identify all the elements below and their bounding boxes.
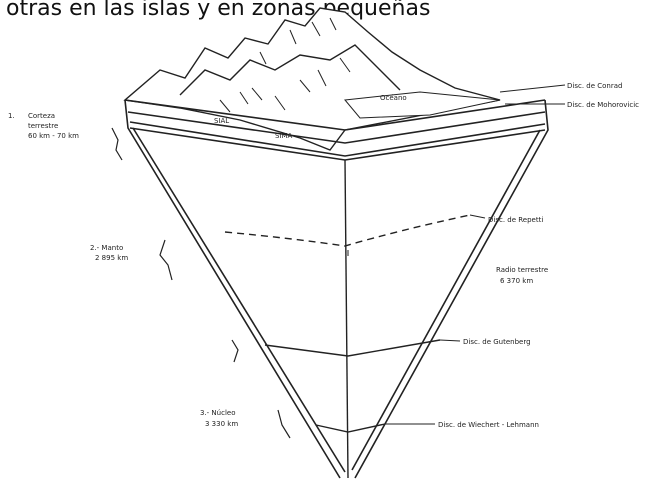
- label-sial: SIAL: [214, 117, 229, 125]
- leader-lines: [348, 85, 565, 424]
- label-corteza-3: 60 km - 70 km: [28, 132, 79, 140]
- label-wiechert: Disc. de Wiechert - Lehmann: [438, 421, 539, 429]
- gutenberg-line: [265, 340, 440, 356]
- label-nucleo: 3.- Núcleo: [200, 409, 236, 417]
- label-mohorovicic: Disc. de Mohorovicic: [567, 101, 639, 109]
- label-conrad: Disc. de Conrad: [567, 82, 622, 90]
- repetti-line: [225, 215, 470, 246]
- label-corteza-2: terrestre: [28, 122, 58, 130]
- label-radio-1: Radio terrestre: [496, 266, 548, 274]
- label-corteza-num: 1.: [8, 112, 15, 120]
- label-manto-km: 2 895 km: [95, 254, 128, 262]
- label-sima: SIMA: [275, 132, 293, 140]
- label-oceano: Océano: [380, 94, 407, 102]
- left-braces: [112, 128, 290, 438]
- label-repetti: Disc. de Repetti: [488, 216, 543, 224]
- label-gutenberg: Disc. de Gutenberg: [463, 338, 531, 346]
- label-corteza-1: Corteza: [28, 112, 55, 120]
- label-manto: 2.- Manto: [90, 244, 123, 252]
- label-radio-2: 6 370 km: [500, 277, 533, 285]
- label-nucleo-km: 3 330 km: [205, 420, 238, 428]
- mountains: [125, 8, 500, 150]
